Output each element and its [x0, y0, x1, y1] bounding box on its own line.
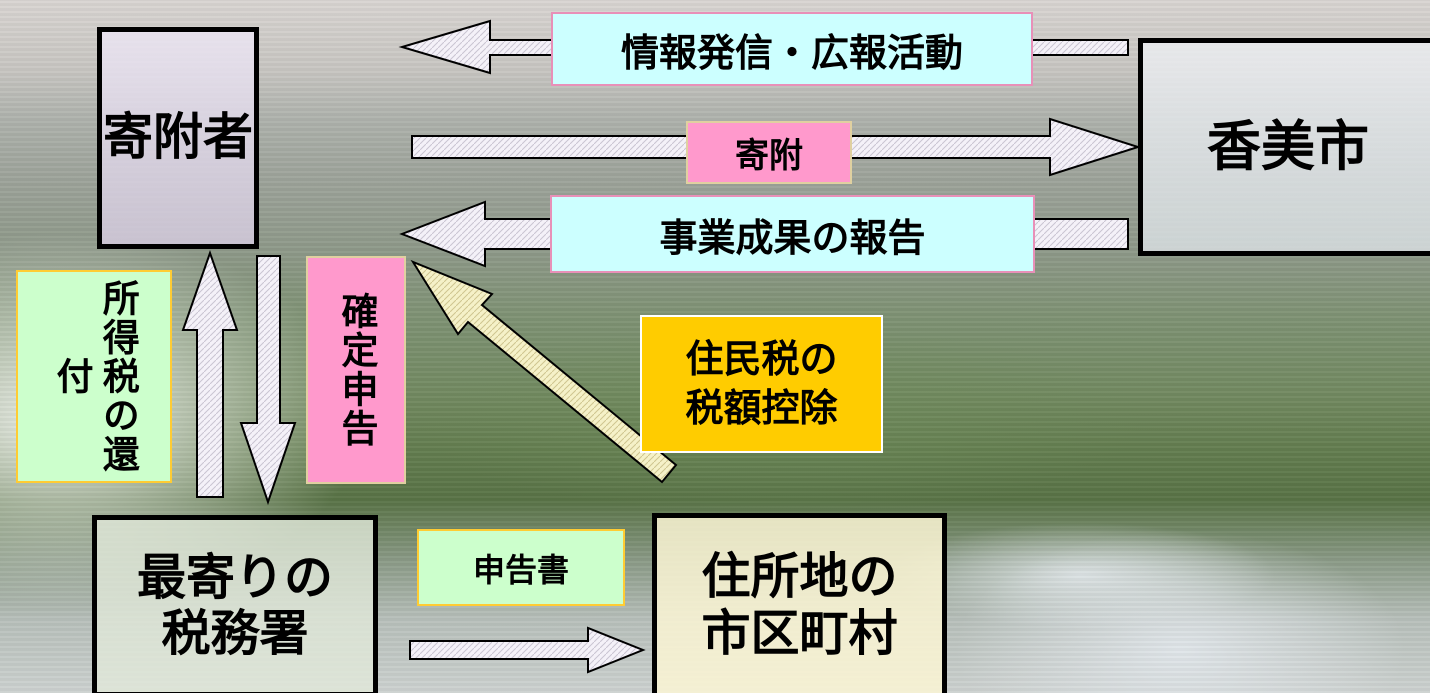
- info-pr-label: 情報発信・広報活動: [551, 12, 1033, 86]
- municipality-label-line2: 市区町村: [701, 604, 898, 662]
- return-form-label: 申告書: [417, 529, 625, 606]
- resident-tax-label-line1: 住民税の: [685, 337, 838, 382]
- resident-tax-label: 住民税の 税額控除: [640, 315, 883, 453]
- municipality-label-line1: 住所地の: [701, 548, 898, 606]
- municipality-node: 住所地の 市区町村: [652, 513, 947, 693]
- tax-return-label: 確定申告: [306, 256, 406, 484]
- arrow-tax-return-down: [239, 255, 297, 506]
- donation-label: 寄附: [686, 121, 852, 184]
- tax-office-label-line1: 最寄りの: [136, 548, 333, 606]
- arrow-resident-tax: [410, 259, 678, 484]
- donor-label: 寄附者: [103, 108, 253, 167]
- donor-node: 寄附者: [97, 27, 259, 249]
- city-label: 香美市: [1207, 114, 1369, 178]
- results-report-label: 事業成果の報告: [550, 195, 1035, 273]
- arrow-return-form: [409, 626, 646, 674]
- resident-tax-label-line2: 税額控除: [685, 386, 838, 430]
- arrow-refund-up: [181, 249, 239, 498]
- tax-office-label-line2: 税務署: [161, 605, 309, 662]
- income-tax-refund-label: 所得税の還付: [16, 270, 172, 483]
- tax-office-node: 最寄りの 税務署: [92, 515, 378, 693]
- city-node: 香美市: [1138, 38, 1430, 256]
